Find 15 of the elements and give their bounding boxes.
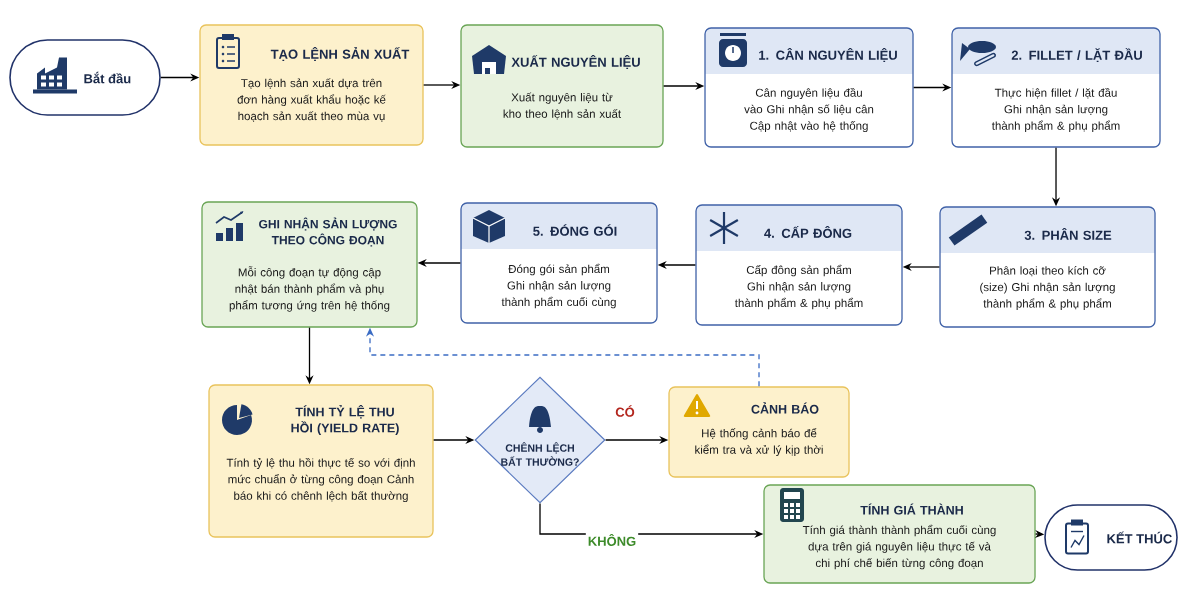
edge-label: KHÔNG: [585, 532, 639, 548]
process-box: TÍNH GIÁ THÀNH Tính giá thành thành phẩm cuối cùng dựa trên giá nguyên liệu thực tế và chi phí chế biến từng công đoạn: [763, 484, 1036, 584]
process-box: 4. CẤP ĐÔNG Cấp đông sản phẩm Ghi nhận sản lượng thành phẩm & phụ phẩm: [695, 204, 903, 326]
process-box: TÍNH TỶ LỆ THU HỒI (YIELD RATE) Tính tỷ lệ thu hồi thực tế so với định mức chuẩn ở từng công đoạn Cảnh báo khi có chênh lệch bất thường: [208, 384, 434, 538]
process-box: 2. FILLET / LẶT ĐẦU Thực hiện fillet / lặt đầu Ghi nhận sản lượng thành phẩm & phụ phẩm: [951, 27, 1161, 148]
start-end-pill: Bắt đầu: [9, 39, 161, 116]
edge-label: CÓ: [613, 403, 637, 419]
process-box: 1. CÂN NGUYÊN LIỆU Cân nguyên liệu đầu vào Ghi nhận số liệu cân Cập nhật vào hệ thống: [704, 27, 914, 148]
process-box: XUẤT NGUYÊN LIỆU Xuất nguyên liệu từ kho theo lệnh sản xuất: [460, 24, 664, 148]
process-box: TẠO LỆNH SẢN XUẤT Tạo lệnh sản xuất dựa trên đơn hàng xuất khẩu hoặc kế hoạch sản xuất theo mùa vụ: [199, 24, 424, 146]
process-box: GHI NHẬN SẢN LƯỢNG THEO CÔNG ĐOẠN Mỗi công đoạn tự động cập nhật bán thành phẩm và phụ phẩm tương ứng trên hệ thống: [201, 201, 418, 328]
process-box: CẢNH BÁO Hệ thống cảnh báo để kiểm tra và xử lý kịp thời: [668, 386, 850, 478]
process-box: 3. PHÂN SIZE Phân loại theo kích cỡ (size) Ghi nhận sản lượng thành phẩm & phụ phẩm: [939, 206, 1156, 328]
process-box: 5. ĐÓNG GÓI Đóng gói sản phẩm Ghi nhận sản lượng thành phẩm cuối cùng: [460, 202, 658, 324]
start-end-pill: KẾT THÚC: [1044, 504, 1178, 571]
